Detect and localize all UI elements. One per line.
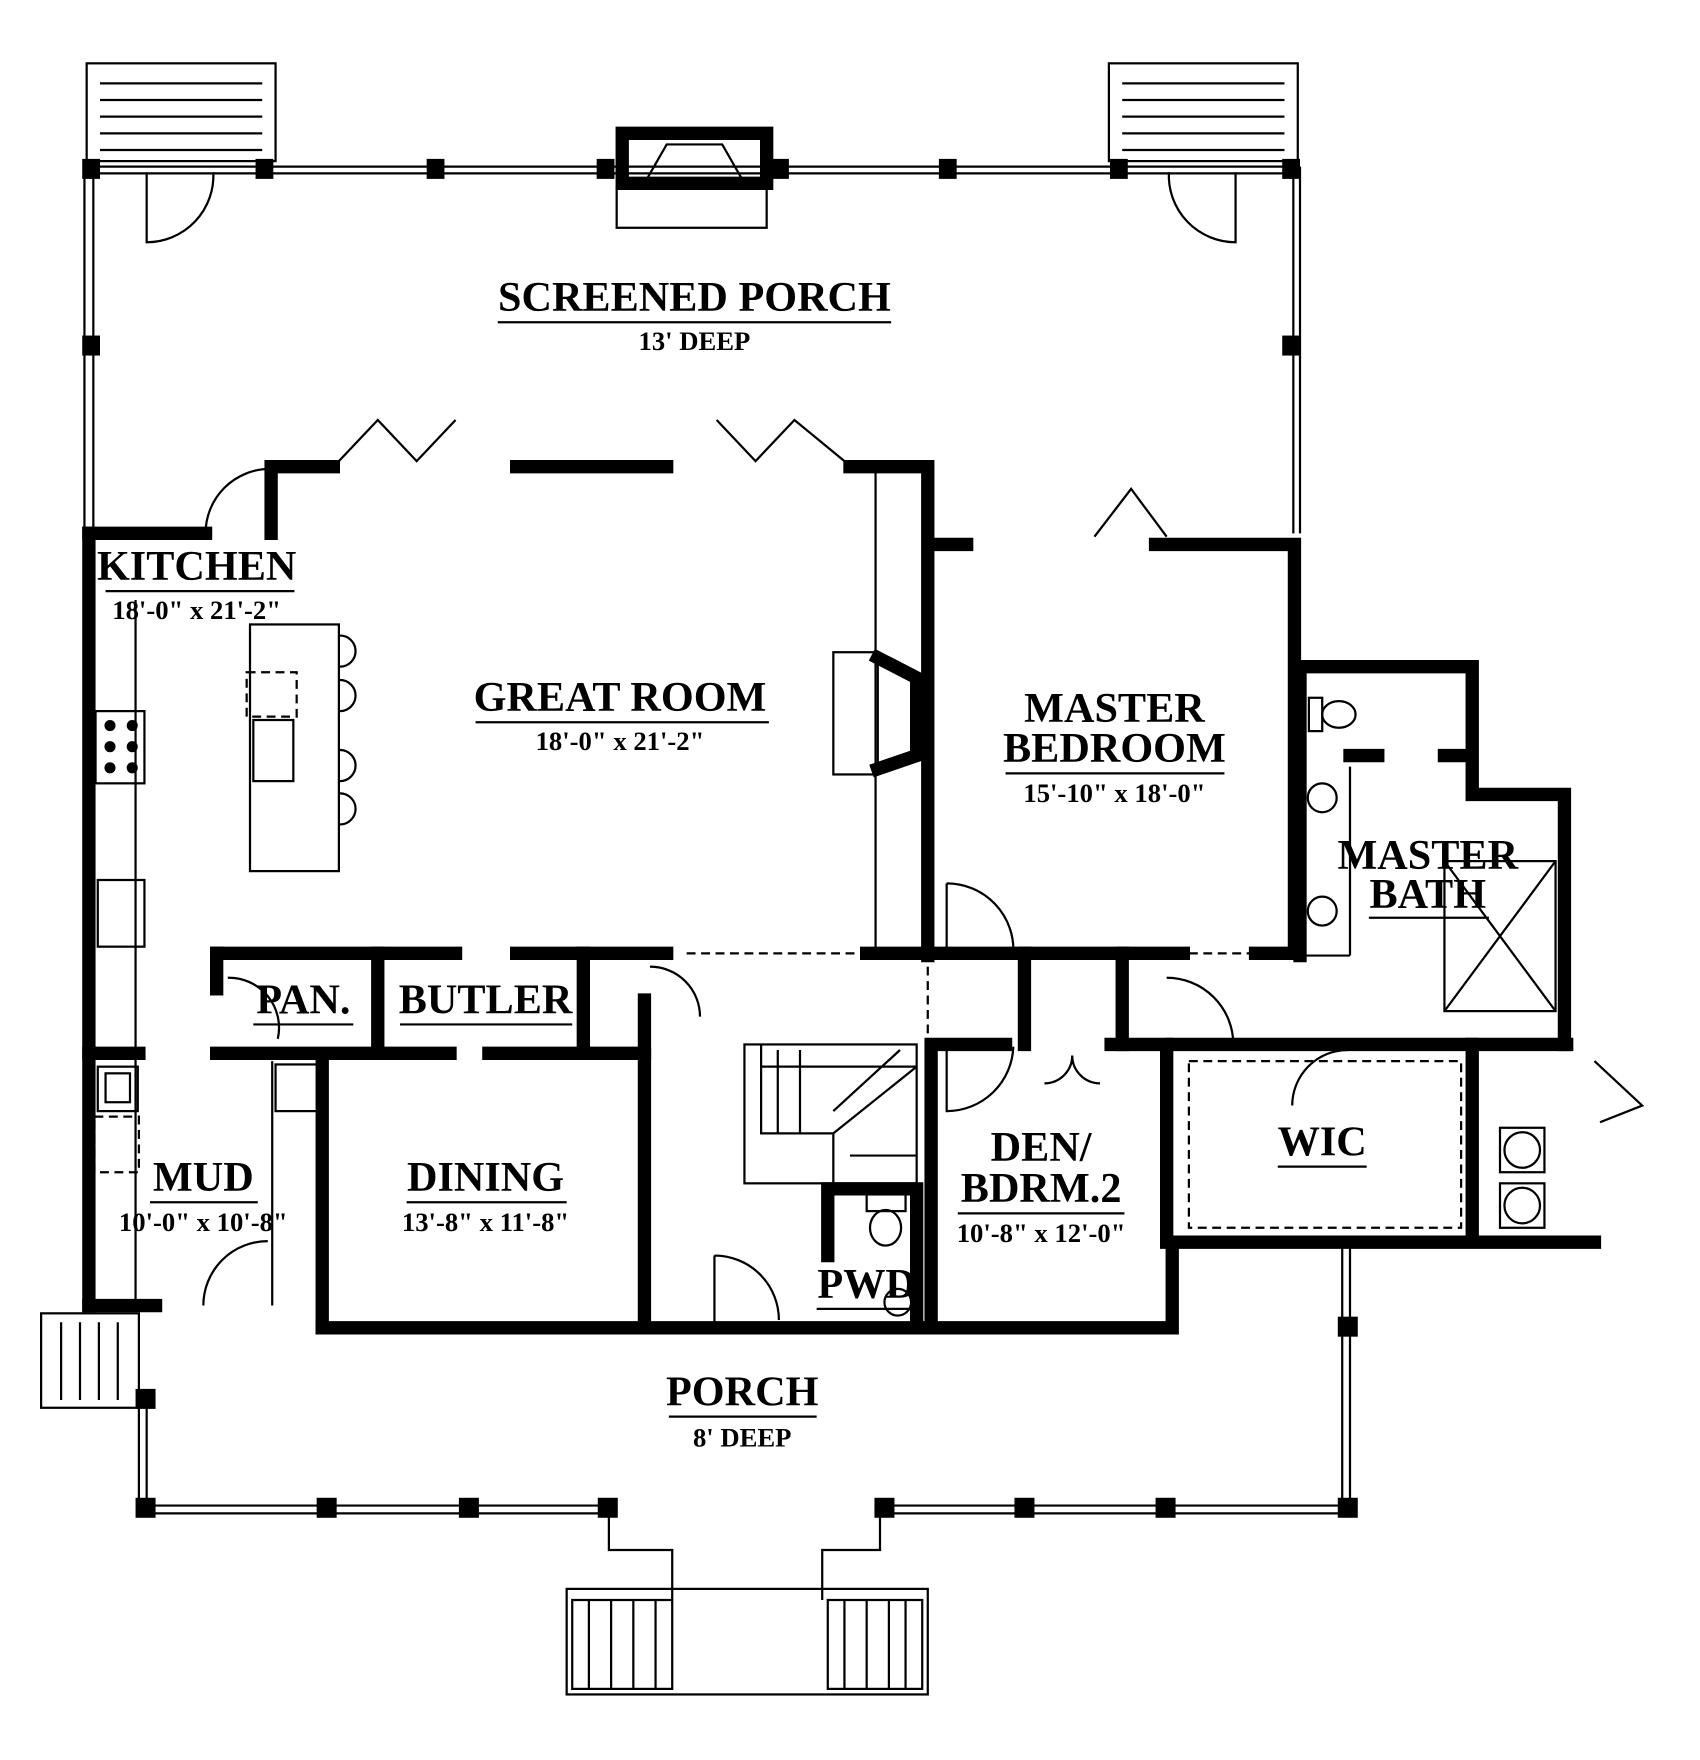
- den-label-line2: BDRM.2: [961, 1165, 1122, 1212]
- den-size: 10'-8" x 12'-0": [957, 1218, 1126, 1248]
- side-steps: [39, 1312, 140, 1409]
- kitchen-label: KITCHEN: [97, 543, 296, 590]
- back-stairs-left: [85, 62, 277, 163]
- den-label-line1: DEN/: [991, 1124, 1093, 1171]
- mud-size: 10'-0" x 10'-8": [119, 1207, 288, 1237]
- doors: [202, 418, 1645, 1328]
- great-room-fireplace: [832, 472, 924, 950]
- master-bedroom-label-line2: BEDROOM: [1003, 725, 1226, 772]
- butler-label: BUTLER: [399, 976, 573, 1023]
- great-room-label: GREAT ROOM: [474, 674, 767, 721]
- porch-size: 8' DEEP: [693, 1423, 791, 1453]
- wic-shelving: [1187, 1060, 1463, 1229]
- dining-label: DINING: [407, 1154, 564, 1201]
- main-stairs: [743, 1043, 918, 1185]
- porch-label: PORCH: [666, 1369, 819, 1416]
- outdoor-fireplace: [615, 126, 774, 229]
- kitchen-size: 18'-0" x 21'-2": [112, 595, 281, 625]
- dining-size: 13'-8" x 11'-8": [402, 1207, 569, 1237]
- interior-walls: [82, 660, 1474, 1335]
- mud-label: MUD: [153, 1154, 254, 1201]
- refrigerator: [96, 878, 146, 948]
- master-bath-fixtures: [1305, 696, 1557, 1013]
- master-bedroom-label-line1: MASTER: [1024, 685, 1205, 732]
- screened-porch-size: 13' DEEP: [639, 326, 751, 356]
- pantry-label: PAN.: [256, 976, 350, 1023]
- mechanical-units: [1498, 1126, 1546, 1229]
- wic-label: WIC: [1278, 1119, 1367, 1166]
- front-porch-outline: [135, 1244, 1358, 1600]
- front-steps: [565, 1587, 929, 1696]
- screened-porch-label: SCREENED PORCH: [498, 274, 891, 321]
- master-bedroom-size: 15'-10" x 18'-0": [1023, 778, 1205, 808]
- range-cooktop: [94, 710, 146, 785]
- powder-label: PWD: [817, 1261, 916, 1308]
- screened-porch-outline: [82, 158, 1302, 534]
- master-bath-label-line1: MASTER: [1337, 832, 1518, 879]
- great-room-size: 18'-0" x 21'-2": [536, 726, 705, 756]
- master-bath-label-line2: BATH: [1370, 871, 1487, 918]
- exterior-walls: [82, 460, 1602, 1335]
- powder-toilet: [865, 1193, 913, 1317]
- kitchen-counters: [134, 600, 357, 1300]
- mud-fixtures: [93, 1061, 319, 1306]
- back-stairs-right: [1107, 62, 1299, 163]
